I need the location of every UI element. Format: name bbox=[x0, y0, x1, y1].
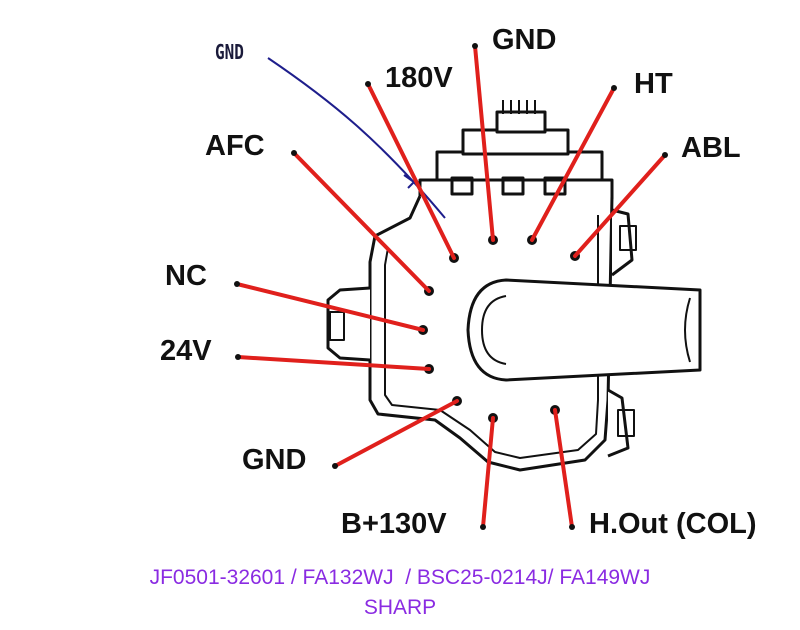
pin-label-ht: HT bbox=[634, 68, 673, 100]
annotation-arrow-icon bbox=[403, 174, 416, 189]
pin-label-afc: AFC bbox=[205, 130, 265, 162]
leader-ht bbox=[530, 86, 616, 242]
pin-label-nc: NC bbox=[165, 260, 207, 292]
label-dots bbox=[234, 43, 668, 530]
leader-lines bbox=[235, 44, 667, 529]
leader-24v bbox=[236, 355, 431, 371]
pin-label-hout: H.Out (COL) bbox=[589, 508, 757, 540]
top-pins bbox=[502, 100, 536, 114]
pin-label-b130: B+130V bbox=[341, 508, 447, 540]
leader-afc bbox=[292, 151, 431, 293]
pin-label-24v: 24V bbox=[160, 335, 212, 367]
leader-hout bbox=[553, 408, 574, 529]
part-numbers-caption: JF0501-32601 / FA132WJ / BSC25-0214J/ FA… bbox=[149, 566, 651, 589]
leader-nc bbox=[235, 282, 425, 332]
pin-label-gnd-bottom: GND bbox=[242, 444, 307, 476]
annotation-gnd-label: GND bbox=[215, 40, 244, 64]
leader-abl bbox=[573, 153, 667, 258]
leader-b130 bbox=[481, 416, 495, 529]
transformer-body bbox=[326, 100, 702, 472]
leader-gnd-bottom bbox=[333, 399, 459, 468]
brand-caption: SHARP bbox=[363, 596, 437, 619]
pin-label-abl: ABL bbox=[681, 132, 741, 164]
pin-label-180v: 180V bbox=[385, 62, 453, 94]
leader-180v bbox=[366, 82, 456, 260]
leader-gnd-top bbox=[473, 44, 495, 242]
pin-label-gnd-top: GND bbox=[492, 24, 557, 56]
